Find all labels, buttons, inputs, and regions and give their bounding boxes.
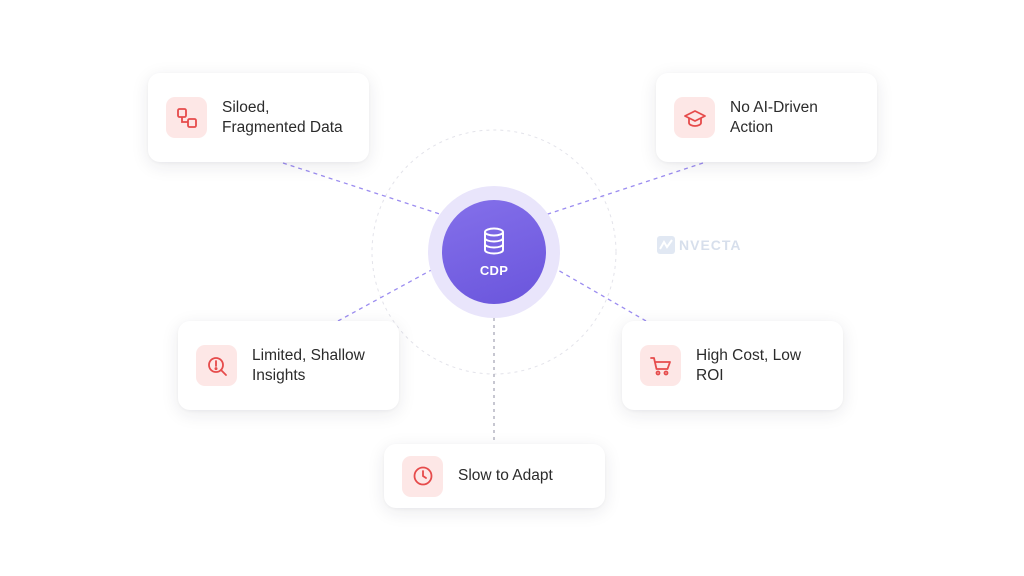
cdp-hub-label: CDP: [479, 262, 509, 278]
node-icon-box: [166, 97, 207, 138]
siloed-data-icon: [176, 107, 197, 128]
node-card-high-cost: High Cost, Low ROI: [622, 321, 843, 410]
node-label: No AI-Driven Action: [730, 98, 818, 136]
nvecta-watermark: NVECTA: [657, 236, 742, 254]
node-icon-box: [402, 455, 443, 497]
node-label: Siloed, Fragmented Data: [222, 98, 343, 136]
node-icon-box: [674, 97, 715, 138]
node-icon-box: [640, 345, 681, 386]
node-card-slow-to-adapt: Slow to Adapt: [384, 444, 605, 508]
cdp-hub: CDP: [442, 200, 546, 304]
connector-siloed: [282, 162, 453, 219]
search-alert-icon: [207, 356, 227, 376]
node-label: Slow to Adapt: [458, 467, 553, 484]
database-icon: [484, 227, 504, 255]
node-card-no-ai-action: No AI-Driven Action: [656, 73, 877, 162]
node-card-siloed-data: Siloed, Fragmented Data: [148, 73, 369, 162]
node-label: High Cost, Low ROI: [696, 346, 802, 384]
graduation-cap-icon: [683, 109, 706, 127]
node-icon-box: [196, 345, 237, 386]
connector-cost: [543, 261, 647, 322]
node-card-limited-insights: Limited, Shallow Insights: [178, 321, 399, 410]
nvecta-logo-icon: [657, 236, 675, 254]
clock-icon: [413, 466, 432, 486]
connector-ai: [535, 162, 704, 219]
node-label: Limited, Shallow Insights: [252, 346, 365, 384]
watermark-text: NVECTA: [679, 237, 742, 253]
shopping-cart-icon: [649, 356, 671, 375]
